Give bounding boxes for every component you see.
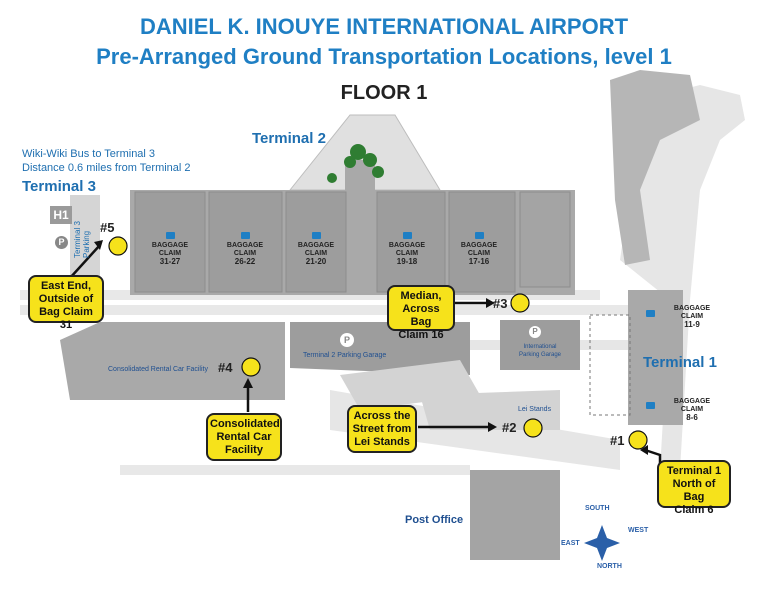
h1-highway-sign: H1 (50, 206, 72, 224)
location-marker-2: #2 (502, 420, 517, 435)
page-subtitle: Pre-Arranged Ground Transportation Locat… (96, 44, 672, 69)
lei-stands-label: Lei Stands (518, 406, 552, 413)
luggage-icon (311, 232, 321, 239)
wiki-bus-line1: Wiki-Wiki Bus to Terminal 3 (22, 148, 156, 160)
parking-icon: P (55, 236, 68, 249)
location-marker-5: #5 (100, 220, 115, 235)
luggage-icon (240, 232, 250, 239)
compass-north: NORTH (597, 563, 622, 570)
post-office-label: Post Office (405, 514, 464, 526)
location-marker-4: #4 (218, 360, 233, 375)
terminal-1-label: Terminal 1 (643, 354, 717, 371)
compass-south: SOUTH (585, 505, 610, 512)
floor-label: FLOOR 1 (340, 82, 428, 104)
compass-west: WEST (628, 527, 649, 534)
compass-icon (584, 525, 620, 561)
terminal-2-label: Terminal 2 (252, 130, 326, 147)
location-marker-1: #1 (610, 433, 625, 448)
rental-facility-label: Consolidated Rental Car Facility (108, 366, 208, 373)
luggage-icon (646, 310, 655, 317)
luggage-icon (402, 232, 412, 239)
parking-icon: P (340, 333, 354, 347)
walker-icon (241, 357, 261, 377)
tree-icon (350, 144, 366, 160)
page-title: DANIEL K. INOUYE INTERNATIONAL AIRPORT (139, 14, 629, 39)
luggage-icon (646, 402, 655, 409)
compass-east: EAST (561, 540, 580, 547)
walker-icon (628, 430, 648, 450)
location-marker-3: #3 (493, 296, 508, 311)
walker-icon (523, 418, 543, 438)
terminal-3-parking-label: Terminal 3 Parking (73, 221, 91, 258)
terminal-3-label: Terminal 3 (22, 178, 96, 195)
wiki-bus-line2: Distance 0.6 miles from Terminal 2 (22, 162, 191, 174)
parking-icon: P (529, 326, 541, 338)
t2-garage-label: Terminal 2 Parking Garage (303, 352, 387, 359)
luggage-icon (474, 232, 484, 239)
walker-icon (510, 293, 530, 313)
luggage-icon (165, 232, 175, 239)
walker-icon (108, 236, 128, 256)
